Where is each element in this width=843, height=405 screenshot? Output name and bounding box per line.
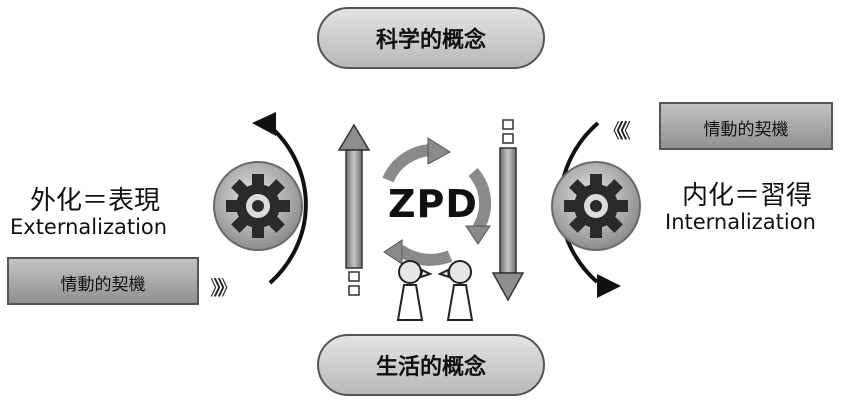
- left-title: 外化＝表現: [30, 186, 161, 216]
- upward-arrow: [337, 123, 371, 296]
- right-title: 内化＝習得: [682, 181, 813, 211]
- downward-arrow: [491, 119, 525, 302]
- zpd-cycle-arrows: [382, 144, 492, 266]
- bottom-concept-label: 生活的概念: [375, 355, 486, 380]
- left-tag-box: [7, 257, 199, 305]
- right-tag-label: 情動的契機: [703, 120, 789, 140]
- top-concept-label: 科学的概念: [375, 28, 486, 53]
- left-subtitle: Externalization: [10, 215, 168, 239]
- zpd-label: ZPD: [388, 182, 478, 226]
- left-chevron-arrows: 》》》: [210, 276, 238, 300]
- left-gear-icon: [213, 161, 303, 251]
- right-subtitle: Internalization: [665, 210, 816, 234]
- dialogue-people-icon: [396, 260, 474, 321]
- right-gear-icon: [551, 161, 641, 251]
- right-tag-box: [659, 102, 833, 150]
- bottom-concept-pill: [317, 334, 545, 396]
- right-chevron-arrows: 《《《: [603, 119, 631, 143]
- top-concept-pill: [317, 7, 545, 69]
- zpd-cycle-arrowheads: [383, 137, 491, 265]
- left-cycle-arrow: [252, 112, 308, 285]
- left-tag-label: 情動的契機: [60, 275, 146, 295]
